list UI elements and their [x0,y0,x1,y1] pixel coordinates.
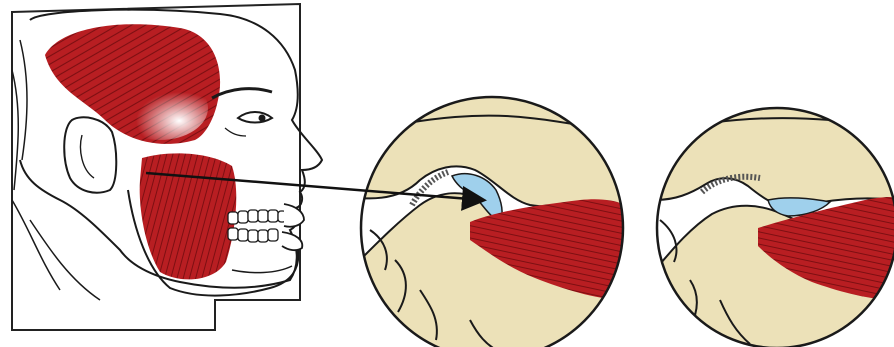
joint-open-panel [655,106,894,347]
joint-closed-panel [360,96,625,347]
ear-icon [64,117,116,192]
masseter-muscle-icon [140,153,237,279]
head-profile-panel [12,4,322,330]
temporal-bone-2 [655,106,894,207]
